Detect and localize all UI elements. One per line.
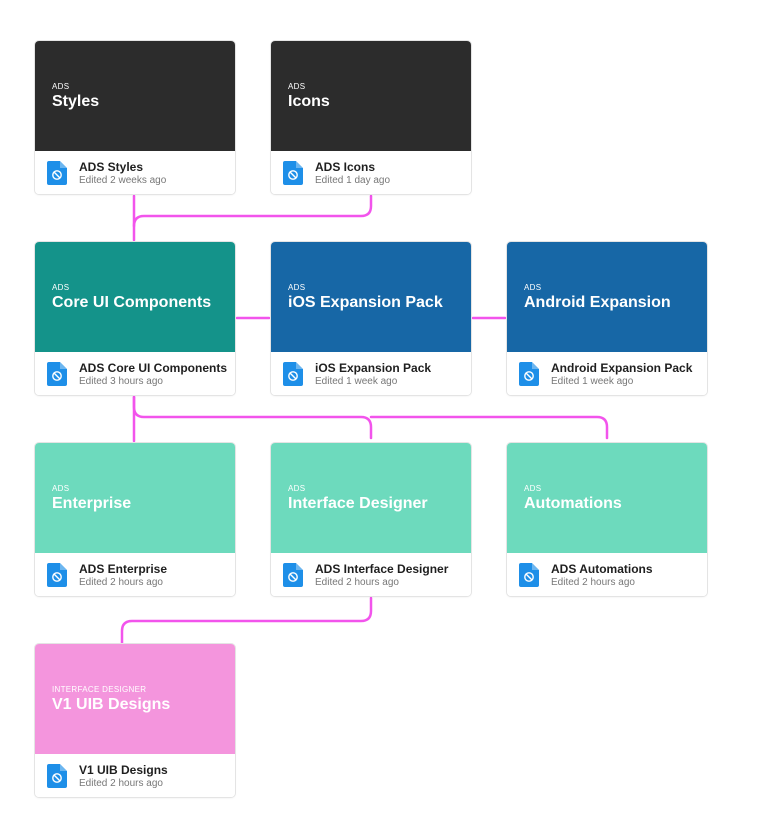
connector-core-to-automations [369, 415, 609, 440]
edited-timestamp: Edited 2 hours ago [551, 577, 635, 588]
card-footer[interactable]: ADS Core UI Components Edited 3 hours ag… [35, 352, 235, 395]
design-file-icon [283, 161, 303, 185]
card-footer[interactable]: Android Expansion Pack Edited 1 week ago [507, 352, 707, 395]
edited-timestamp: Edited 2 hours ago [315, 577, 399, 588]
card-thumbnail-title: iOS Expansion Pack [288, 294, 443, 311]
card-thumbnail[interactable]: ADS Enterprise [35, 443, 235, 553]
design-file-icon [47, 764, 67, 788]
card-thumbnail-title: Icons [288, 93, 330, 110]
card-thumbnail[interactable]: ADS Automations [507, 443, 707, 553]
file-name[interactable]: ADS Enterprise [79, 562, 168, 576]
file-name[interactable]: Android Expansion Pack [551, 361, 693, 375]
file-name[interactable]: ADS Icons [315, 160, 376, 174]
card-footer[interactable]: ADS Enterprise Edited 2 hours ago [35, 553, 235, 596]
edited-timestamp: Edited 2 weeks ago [79, 175, 167, 186]
file-name[interactable]: iOS Expansion Pack [315, 361, 432, 375]
card-footer[interactable]: ADS Automations Edited 2 hours ago [507, 553, 707, 596]
card-overline: INTERFACE DESIGNER [52, 685, 147, 694]
card-thumbnail-title: Core UI Components [52, 294, 212, 311]
design-file-icon [519, 362, 539, 386]
design-file-icon [519, 563, 539, 587]
card-overline: ADS [288, 283, 306, 292]
card-footer[interactable]: iOS Expansion Pack Edited 1 week ago [271, 352, 471, 395]
card-overline: ADS [524, 283, 542, 292]
card-overline: ADS [52, 484, 70, 493]
card-thumbnail[interactable]: ADS Interface Designer [271, 443, 471, 553]
file-card-v1uib[interactable]: INTERFACE DESIGNER V1 UIB Designs V1 UIB… [35, 644, 235, 797]
connector-icons-to-core [132, 194, 373, 228]
file-card-ios[interactable]: ADS iOS Expansion Pack iOS Expansion Pac… [271, 242, 471, 395]
card-overline: ADS [288, 484, 306, 493]
design-file-icon [283, 563, 303, 587]
card-thumbnail-title: Interface Designer [288, 495, 428, 512]
card-thumbnail-title: Android Expansion [524, 294, 671, 311]
file-name[interactable]: ADS Automations [551, 562, 653, 576]
file-name[interactable]: ADS Core UI Components [79, 361, 228, 375]
connector-group [120, 194, 609, 654]
file-card-interface[interactable]: ADS Interface Designer ADS Interface Des… [271, 443, 471, 596]
card-overline: ADS [524, 484, 542, 493]
card-overline: ADS [52, 82, 70, 91]
card-thumbnail-title: Styles [52, 93, 100, 110]
card-overline: ADS [52, 283, 70, 292]
card-thumbnail-title: V1 UIB Designs [52, 696, 171, 713]
edited-timestamp: Edited 2 hours ago [79, 577, 163, 588]
card-thumbnail[interactable]: ADS Core UI Components [35, 242, 235, 352]
design-file-icon [47, 161, 67, 185]
edited-timestamp: Edited 1 week ago [315, 376, 398, 387]
design-file-icon [283, 362, 303, 386]
edited-timestamp: Edited 2 hours ago [79, 778, 163, 789]
card-footer[interactable]: ADS Styles Edited 2 weeks ago [35, 151, 235, 194]
connector-core-to-interface [132, 395, 373, 440]
file-card-core[interactable]: ADS Core UI Components ADS Core UI Compo… [35, 242, 235, 395]
card-overline: ADS [288, 82, 306, 91]
card-thumbnail[interactable]: ADS Android Expansion [507, 242, 707, 352]
file-card-enterprise[interactable]: ADS Enterprise ADS Enterprise Edited 2 h… [35, 443, 235, 596]
card-thumbnail[interactable]: ADS iOS Expansion Pack [271, 242, 471, 352]
card-footer[interactable]: ADS Interface Designer Edited 2 hours ag… [271, 553, 471, 596]
file-card-automations[interactable]: ADS Automations ADS Automations Edited 2… [507, 443, 707, 596]
card-thumbnail[interactable]: INTERFACE DESIGNER V1 UIB Designs [35, 644, 235, 754]
design-file-icon [47, 362, 67, 386]
card-thumbnail-title: Automations [524, 495, 622, 512]
design-file-icon [47, 563, 67, 587]
file-name[interactable]: ADS Styles [79, 160, 144, 174]
card-thumbnail[interactable]: ADS Styles [35, 41, 235, 151]
connector-interface-to-v1uib [120, 596, 373, 654]
edited-timestamp: Edited 1 week ago [551, 376, 634, 387]
card-footer[interactable]: V1 UIB Designs Edited 2 hours ago [35, 754, 235, 797]
card-thumbnail-title: Enterprise [52, 495, 132, 512]
card-thumbnail[interactable]: ADS Icons [271, 41, 471, 151]
file-card-icons[interactable]: ADS Icons ADS Icons Edited 1 day ago [271, 41, 471, 194]
edited-timestamp: Edited 3 hours ago [79, 376, 163, 387]
file-name[interactable]: V1 UIB Designs [79, 763, 168, 777]
file-name[interactable]: ADS Interface Designer [315, 562, 449, 576]
edited-timestamp: Edited 1 day ago [315, 175, 391, 186]
card-footer[interactable]: ADS Icons Edited 1 day ago [271, 151, 471, 194]
file-card-android[interactable]: ADS Android Expansion Android Expansion … [507, 242, 707, 395]
file-card-styles[interactable]: ADS Styles ADS Styles Edited 2 weeks ago [35, 41, 235, 194]
